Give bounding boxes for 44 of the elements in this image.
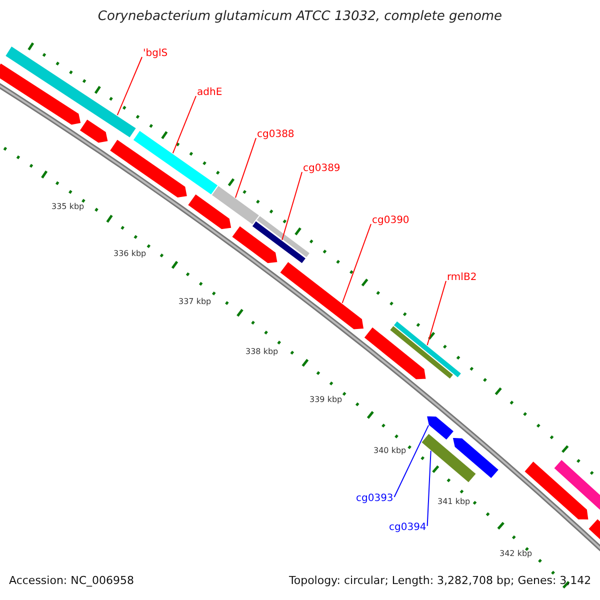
gene-feature: [388, 324, 454, 380]
leader-line: [342, 224, 372, 304]
leader-line: [394, 424, 430, 498]
gene-feature: [452, 436, 500, 480]
gene-feature: [78, 118, 109, 144]
gene-label: cg0388: [257, 130, 294, 140]
scale-label: 335 kbp: [52, 203, 84, 211]
gene-feature: [363, 326, 427, 380]
scale-label: 339 kbp: [310, 396, 342, 404]
scale-label: 340 kbp: [374, 447, 406, 455]
gene-feature: [278, 260, 365, 330]
gene-feature: [523, 460, 590, 521]
genome-info-text: Topology: circular; Length: 3,282,708 bp; Genes: 3,142: [289, 575, 592, 586]
scale-label: 337 kbp: [178, 298, 212, 306]
gene-label: adhE: [197, 88, 222, 98]
gene-label: cg0389: [303, 164, 340, 174]
gene-label: cg0390: [372, 216, 410, 226]
gene-feature: [210, 184, 260, 226]
gene-feature: [251, 220, 307, 264]
leader-line: [282, 172, 302, 241]
accession-text: Accession: NC_006958: [9, 575, 134, 586]
gene-label: rmlB2: [447, 273, 477, 283]
gene-feature: [186, 193, 232, 230]
gene-feature: [426, 415, 455, 441]
gene-feature: [0, 62, 82, 126]
scale-label: 342 kbp: [500, 550, 532, 558]
gene-feature: [4, 45, 138, 139]
leader-line: [234, 138, 256, 198]
title: Corynebacterium glutamicum ATCC 13032, complete genome: [96, 10, 504, 23]
scale-label: 341 kbp: [438, 498, 470, 506]
leader-line: [426, 280, 446, 346]
gene-feature: [255, 214, 311, 259]
gene-feature: [230, 224, 278, 264]
scale-label: 336 kbp: [114, 250, 146, 258]
leader-line: [116, 56, 142, 116]
gene-feature: [108, 138, 188, 199]
gene-label: cg0393: [356, 494, 394, 504]
gene-label: cg0394: [389, 523, 426, 533]
leader-line: [426, 450, 432, 526]
scale-label: 338 kbp: [246, 348, 278, 356]
gene-feature: [132, 130, 219, 196]
gene-label: 'bglS: [143, 49, 168, 59]
gene-feature: [420, 432, 478, 484]
leader-line: [172, 96, 196, 154]
